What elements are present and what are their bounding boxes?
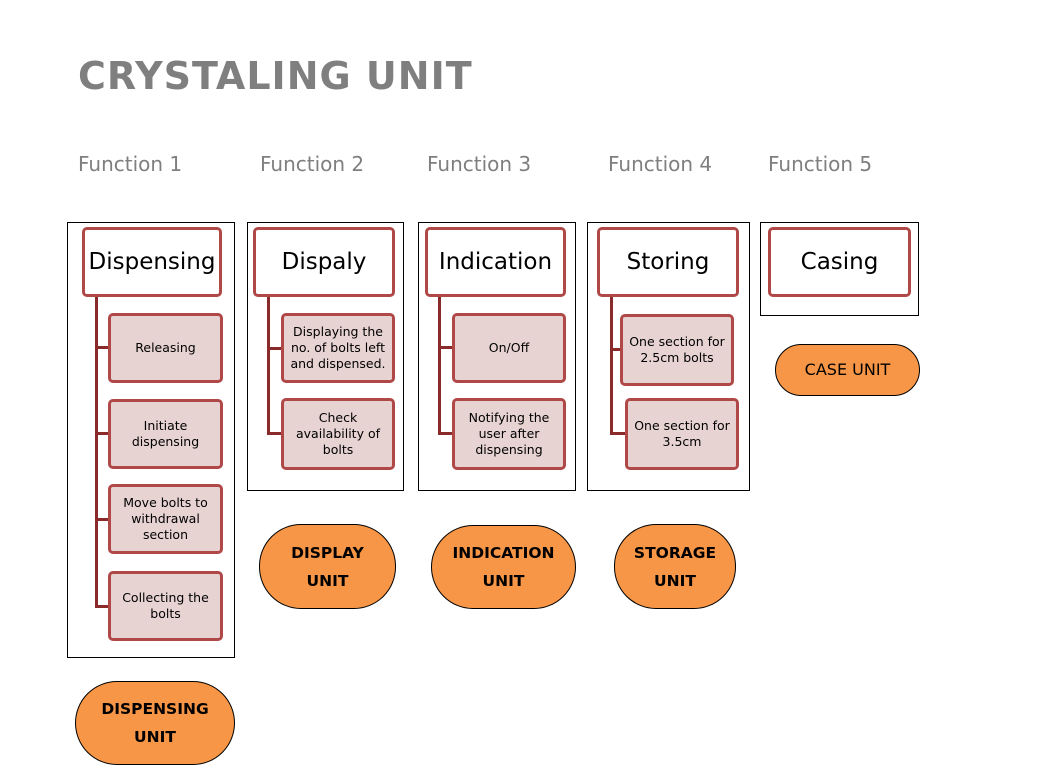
indication-head-box: Indication	[425, 227, 566, 297]
connector-branch	[267, 432, 283, 435]
connector-branch	[95, 605, 111, 608]
storing-head-box: Storing	[597, 227, 739, 297]
sub-box-section-3-5cm: One section for 3.5cm	[625, 398, 739, 470]
sub-box-move-bolts: Move bolts to withdrawal section	[108, 484, 223, 554]
connector-branch	[95, 346, 111, 349]
function-2-connector	[267, 296, 270, 435]
function-4-label: Function 4	[608, 152, 713, 176]
display-head-box: Dispaly	[253, 227, 395, 297]
sub-box-on-off: On/Off	[452, 313, 566, 383]
sub-box-releasing: Releasing	[108, 313, 223, 383]
sub-box-initiate-dispensing: Initiate dispensing	[108, 399, 223, 469]
sub-box-section-2-5cm: One section for 2.5cm bolts	[620, 314, 734, 386]
connector-branch	[610, 348, 623, 351]
sub-box-collecting-bolts: Collecting the bolts	[108, 571, 223, 641]
function-3-connector	[438, 296, 441, 435]
function-4-connector	[610, 296, 613, 435]
function-3-label: Function 3	[427, 152, 532, 176]
connector-branch	[267, 347, 283, 350]
sub-box-check-availability: Check availability of bolts	[281, 398, 395, 470]
connector-branch	[438, 432, 454, 435]
connector-branch	[610, 432, 628, 435]
connector-branch	[95, 518, 111, 521]
sub-box-displaying-bolts: Displaying the no. of bolts left and dis…	[281, 313, 395, 383]
case-unit-badge: CASE UNIT	[775, 344, 920, 396]
connector-branch	[95, 432, 111, 435]
function-1-connector	[95, 296, 98, 608]
function-1-label: Function 1	[78, 152, 183, 176]
dispensing-head-box: Dispensing	[82, 227, 222, 297]
page-title: CRYSTALING UNIT	[78, 54, 473, 98]
casing-head-box: Casing	[768, 227, 911, 297]
connector-branch	[438, 346, 454, 349]
function-2-label: Function 2	[260, 152, 365, 176]
sub-box-notifying-user: Notifying the user after dispensing	[452, 398, 566, 470]
function-5-label: Function 5	[768, 152, 873, 176]
